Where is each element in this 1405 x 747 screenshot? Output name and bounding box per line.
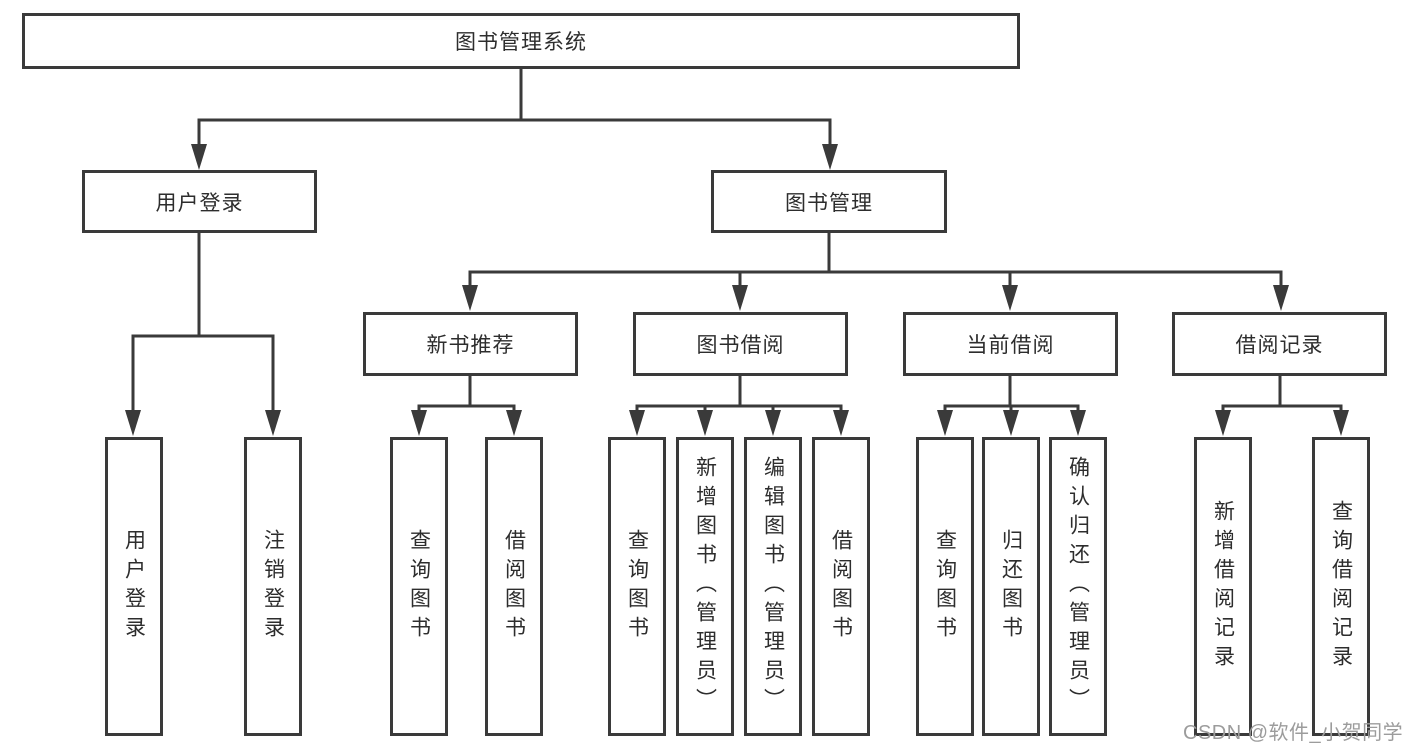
leaf-label: 查询图书	[933, 528, 957, 645]
leaf-label: 归还图书	[999, 528, 1023, 645]
leaf-query-book-borrow: 查询图书	[608, 437, 666, 736]
node-new-book-recommendation: 新书推荐	[363, 312, 578, 376]
leaf-query-borrow-record: 查询借阅记录	[1312, 437, 1370, 736]
node-book-management: 图书管理	[711, 170, 947, 233]
leaf-label: 查询图书	[625, 528, 649, 645]
leaf-add-borrow-record: 新增借阅记录	[1194, 437, 1252, 736]
leaf-user-login: 用户登录	[105, 437, 163, 736]
leaf-query-book-recommend: 查询图书	[390, 437, 448, 736]
leaf-borrow-book-recommend: 借阅图书	[485, 437, 543, 736]
leaf-label: 确认归还（管理员）	[1066, 456, 1090, 717]
leaf-return-book: 归还图书	[982, 437, 1040, 736]
arrowheads	[125, 144, 1349, 436]
node-book-borrowing: 图书借阅	[633, 312, 848, 376]
leaf-query-book-current: 查询图书	[916, 437, 974, 736]
leaf-label: 借阅图书	[829, 528, 853, 645]
csdn-watermark: CSDN @软件_小贺同学	[1183, 722, 1404, 744]
leaf-label: 编辑图书（管理员）	[761, 456, 785, 717]
node-borrowing-records: 借阅记录	[1172, 312, 1387, 376]
leaf-label: 借阅图书	[502, 528, 526, 645]
leaf-label: 查询借阅记录	[1329, 499, 1353, 674]
leaf-edit-book-admin: 编辑图书（管理员）	[744, 437, 802, 736]
leaf-label: 查询图书	[407, 528, 431, 645]
leaf-label: 新增图书（管理员）	[693, 456, 717, 717]
leaf-label: 用户登录	[122, 528, 146, 645]
leaf-borrow-book: 借阅图书	[812, 437, 870, 736]
leaf-logout: 注销登录	[244, 437, 302, 736]
leaf-add-book-admin: 新增图书（管理员）	[676, 437, 734, 736]
leaf-label: 新增借阅记录	[1211, 499, 1235, 674]
leaf-confirm-return-admin: 确认归还（管理员）	[1049, 437, 1107, 736]
connector-strokes	[131, 65, 1343, 414]
node-user-login: 用户登录	[82, 170, 317, 233]
leaf-label: 注销登录	[261, 528, 285, 645]
node-current-borrowing: 当前借阅	[903, 312, 1118, 376]
node-root: 图书管理系统	[22, 13, 1020, 69]
